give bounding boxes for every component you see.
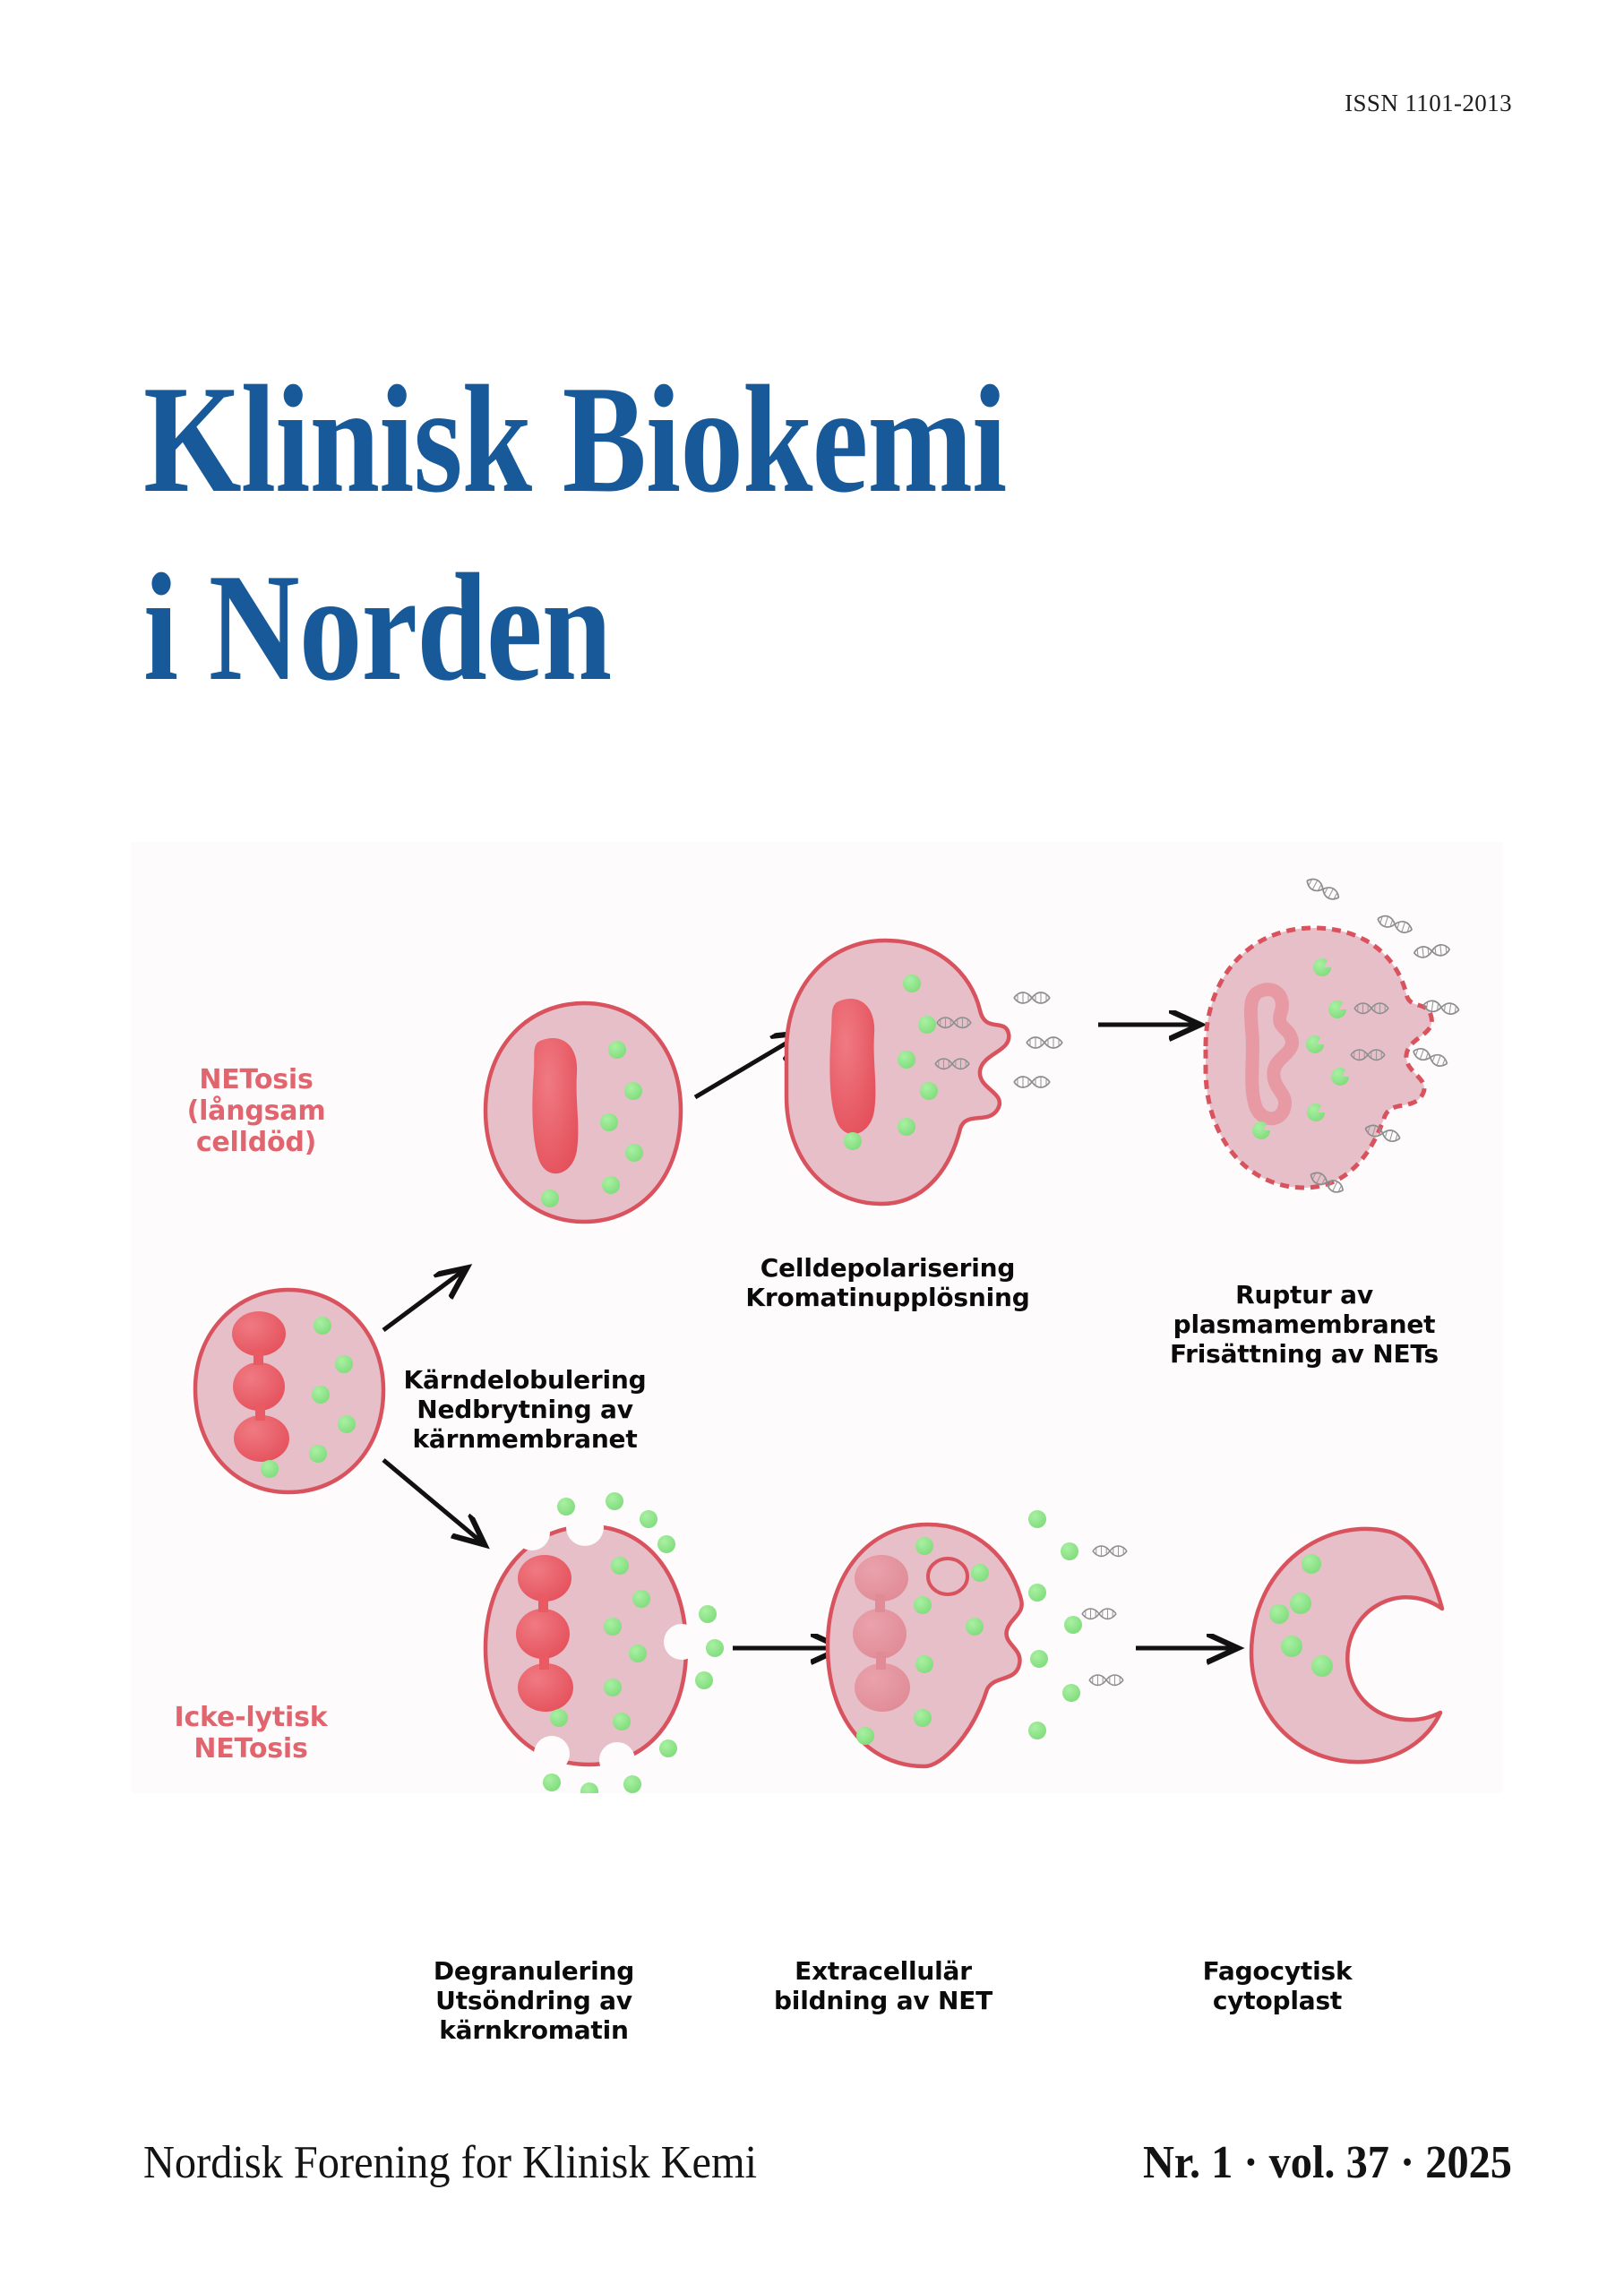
cell-initial-neutrophil [193,1287,386,1495]
arrow-initial-to-degranulering [382,1458,482,1542]
cell-celldepolarisering [784,938,1063,1207]
step-label-fagocytisk-cytoplast: Fagocytisk cytoplast [1202,1956,1353,2015]
issn-text: ISSN 1101-2013 [1345,90,1512,116]
pathway-label-slow-netosis: NETosis (långsam celldöd) [186,1064,326,1159]
arrow-karndelobulering-to-celldepolarisering [693,1035,801,1100]
cell-fagocytisk-cytoplast [1249,1526,1445,1765]
journal-title-line-2: i Norden [143,543,612,713]
arrow-initial-to-karndelobulering [382,1270,464,1333]
journal-title: Klinisk Biokemi i Norden [143,363,1487,705]
pathway-label-nonlytic-netosis: Icke-lytisk NETosis [174,1702,328,1765]
cell-extracellular-net [825,1510,1128,1769]
cell-ruptur-plasmamembran [1203,875,1461,1197]
cover-footer: Nordisk Forening for Klinisk Kemi Nr. 1 … [143,2136,1512,2189]
step-label-celldepolarisering: Celldepolarisering Kromatinupplösning [745,1253,1030,1312]
footer-organisation: Nordisk Forening for Klinisk Kemi [143,2137,758,2188]
cell-karndelobulering [483,1001,683,1224]
step-label-ruptur-plasmamembran: Ruptur av plasmamembranet Frisättning av… [1169,1280,1439,1369]
footer-issue: Nr. 1 · vol. 37 · 2025 [1143,2137,1512,2188]
journal-title-line-1: Klinisk Biokemi [143,355,1007,525]
cover-figure-netosis-pathways: NETosis (långsam celldöd) Icke-lytisk NE… [131,842,1503,2044]
step-label-karndelobulering: Kärndelobulering Nedbrytning av kärnmemb… [403,1365,647,1454]
step-label-extracellular-net: Extracellulär bildning av NET [773,1956,993,2015]
cell-degranulering [483,1492,724,1793]
step-label-degranulering: Degranulering Utsöndring av kärnkromatin [433,1956,635,2045]
netosis-pathway-diagram [193,875,1461,1793]
